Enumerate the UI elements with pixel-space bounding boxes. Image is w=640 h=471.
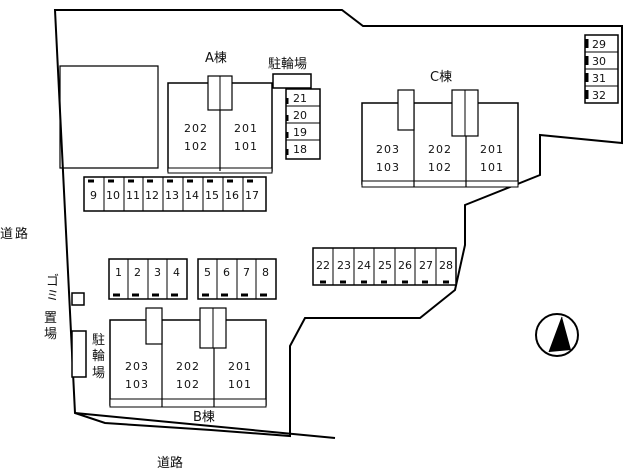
building-a: 202 102 201 101 [167, 75, 273, 174]
parking-number: 28 [439, 259, 453, 272]
parking-number: 11 [126, 189, 140, 202]
unit-number: 101 [228, 378, 252, 391]
unit-number: 203 [376, 143, 400, 156]
garbage-label-char: ミ [46, 289, 59, 304]
parking-number: 22 [316, 259, 330, 272]
garbage-label: ゴ ミ 置 場 [44, 273, 59, 342]
unit-number: 202 [184, 122, 208, 135]
garbage-area [71, 292, 85, 306]
parking-number: 17 [245, 189, 259, 202]
building-b-label: B棟 [193, 410, 215, 425]
bike-parking-top: 21 20 19 18 [285, 88, 321, 160]
bike-parking-roof [272, 73, 312, 89]
site-boundary [53, 9, 623, 438]
road-label-west-char: 道 [0, 227, 13, 242]
bike-parking-left-char: 駐 [92, 333, 105, 348]
unit-number: 201 [234, 122, 258, 135]
parking-number: 15 [205, 189, 219, 202]
parking-number: 13 [165, 189, 179, 202]
unit-number: 202 [176, 360, 200, 373]
entrance [397, 89, 415, 131]
parking-row-1-4: 1 2 3 4 [108, 258, 188, 300]
parking-number: 16 [225, 189, 239, 202]
parking-number: 31 [592, 72, 606, 85]
parking-number: 23 [337, 259, 351, 272]
parking-number: 12 [145, 189, 159, 202]
unit-number: 101 [234, 140, 258, 153]
unit-number: 202 [428, 143, 452, 156]
building-b: 203 103 202 102 201 101 [109, 307, 267, 408]
garbage-label-char: 置 [44, 311, 57, 326]
parking-row-22-28: 22 23 24 25 26 27 28 [312, 247, 457, 286]
parking-number: 27 [419, 259, 433, 272]
parking-number: 9 [90, 189, 97, 202]
green-area [59, 65, 159, 169]
parking-number: 5 [204, 266, 211, 279]
unit-number: 201 [480, 143, 504, 156]
unit-number: 102 [184, 140, 208, 153]
parking-number: 26 [398, 259, 412, 272]
road-label-west-char: 路 [15, 226, 28, 242]
garbage-label-char: ゴ [46, 273, 59, 289]
parking-number: 30 [592, 55, 606, 68]
bike-parking-left-char: 場 [92, 366, 105, 381]
bike-parking-left [71, 330, 87, 378]
road-label-south: 道路 [157, 455, 183, 471]
parking-row-5-8: 5 6 7 8 [197, 258, 277, 300]
bike-parking-left-label: 駐 輪 場 [92, 333, 105, 381]
unit-number: 203 [125, 360, 149, 373]
garbage-label-char: 場 [44, 327, 57, 342]
bike-slot-number: 19 [293, 126, 307, 139]
unit-number: 201 [228, 360, 252, 373]
parking-number: 6 [223, 266, 230, 279]
unit-number: 102 [176, 378, 200, 391]
parking-row-9-17: 9 10 11 12 13 14 15 16 17 [83, 176, 267, 212]
bike-slot-number: 20 [293, 109, 307, 122]
road-label-west: 道 路 [0, 226, 28, 242]
unit-number: 103 [125, 378, 149, 391]
parking-number: 10 [106, 189, 120, 202]
unit-number: 103 [376, 161, 400, 174]
parking-number: 8 [262, 266, 269, 279]
parking-number: 29 [592, 38, 606, 51]
unit-number: 101 [480, 161, 504, 174]
bike-parking-top-label: 駐輪場 [268, 56, 307, 72]
building-c-label: C棟 [430, 70, 452, 85]
bike-slot-number: 21 [293, 92, 307, 105]
parking-number: 25 [378, 259, 392, 272]
parking-number: 4 [173, 266, 180, 279]
parking-number: 1 [115, 266, 122, 279]
building-c: 203 103 202 102 201 101 [361, 89, 519, 188]
parking-number: 32 [592, 89, 606, 102]
building-a-label: A棟 [205, 51, 227, 66]
bike-slot-number: 18 [293, 143, 307, 156]
north-arrow-icon [535, 313, 579, 357]
entrance [145, 307, 163, 345]
parking-number: 7 [243, 266, 250, 279]
unit-number: 102 [428, 161, 452, 174]
parking-number: 2 [134, 266, 141, 279]
south-road-line [74, 412, 336, 439]
parking-number: 24 [357, 259, 371, 272]
parking-number: 14 [185, 189, 199, 202]
parking-number: 3 [154, 266, 161, 279]
bike-parking-left-char: 輪 [92, 348, 105, 364]
parking-column-29-32: 29 30 31 32 [584, 34, 619, 104]
